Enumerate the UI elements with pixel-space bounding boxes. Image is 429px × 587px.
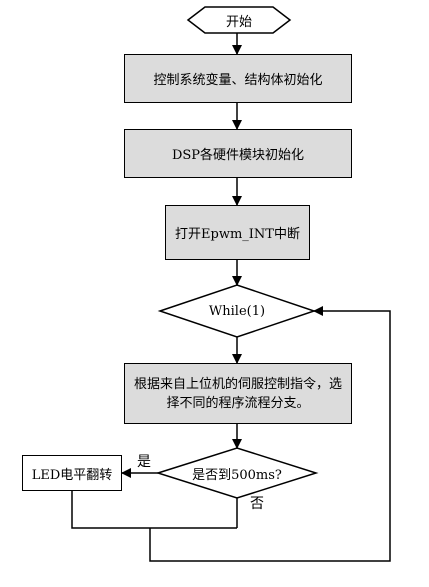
check-500ms-label: 是否到500ms? bbox=[192, 467, 282, 483]
line-led-to-merge bbox=[71, 491, 237, 529]
open-int-label: 打开Epwm_INT中断 bbox=[175, 227, 300, 242]
yes-label: 是 bbox=[137, 454, 151, 470]
select-branch-line1: 根据来自上位机的伺服控制指令，选 bbox=[133, 376, 342, 392]
dsp-init-label: DSP各硬件模块初始化 bbox=[171, 148, 305, 163]
arrow-loop-back bbox=[149, 306, 391, 562]
no-label: 否 bbox=[250, 496, 264, 512]
start-terminator-shape bbox=[186, 6, 292, 34]
select-branch-line2: 择不同的程序流程分支。 bbox=[166, 395, 310, 411]
init-vars-label: 控制系统变量、结构体初始化 bbox=[153, 73, 323, 88]
check-500ms-decision-shape bbox=[155, 447, 319, 499]
start-label: 开始 bbox=[225, 14, 252, 30]
init-vars-box: 控制系统变量、结构体初始化 bbox=[124, 54, 352, 103]
open-int-box: 打开Epwm_INT中断 bbox=[165, 205, 310, 260]
while-label: While(1) bbox=[208, 303, 266, 319]
led-toggle-label: LED电平翻转 bbox=[31, 467, 113, 483]
dsp-init-box: DSP各硬件模块初始化 bbox=[124, 129, 352, 178]
select-branch-box: 根据来自上位机的伺服控制指令，选 择不同的程序流程分支。 bbox=[124, 363, 352, 424]
led-toggle-box: LED电平翻转 bbox=[22, 455, 122, 491]
